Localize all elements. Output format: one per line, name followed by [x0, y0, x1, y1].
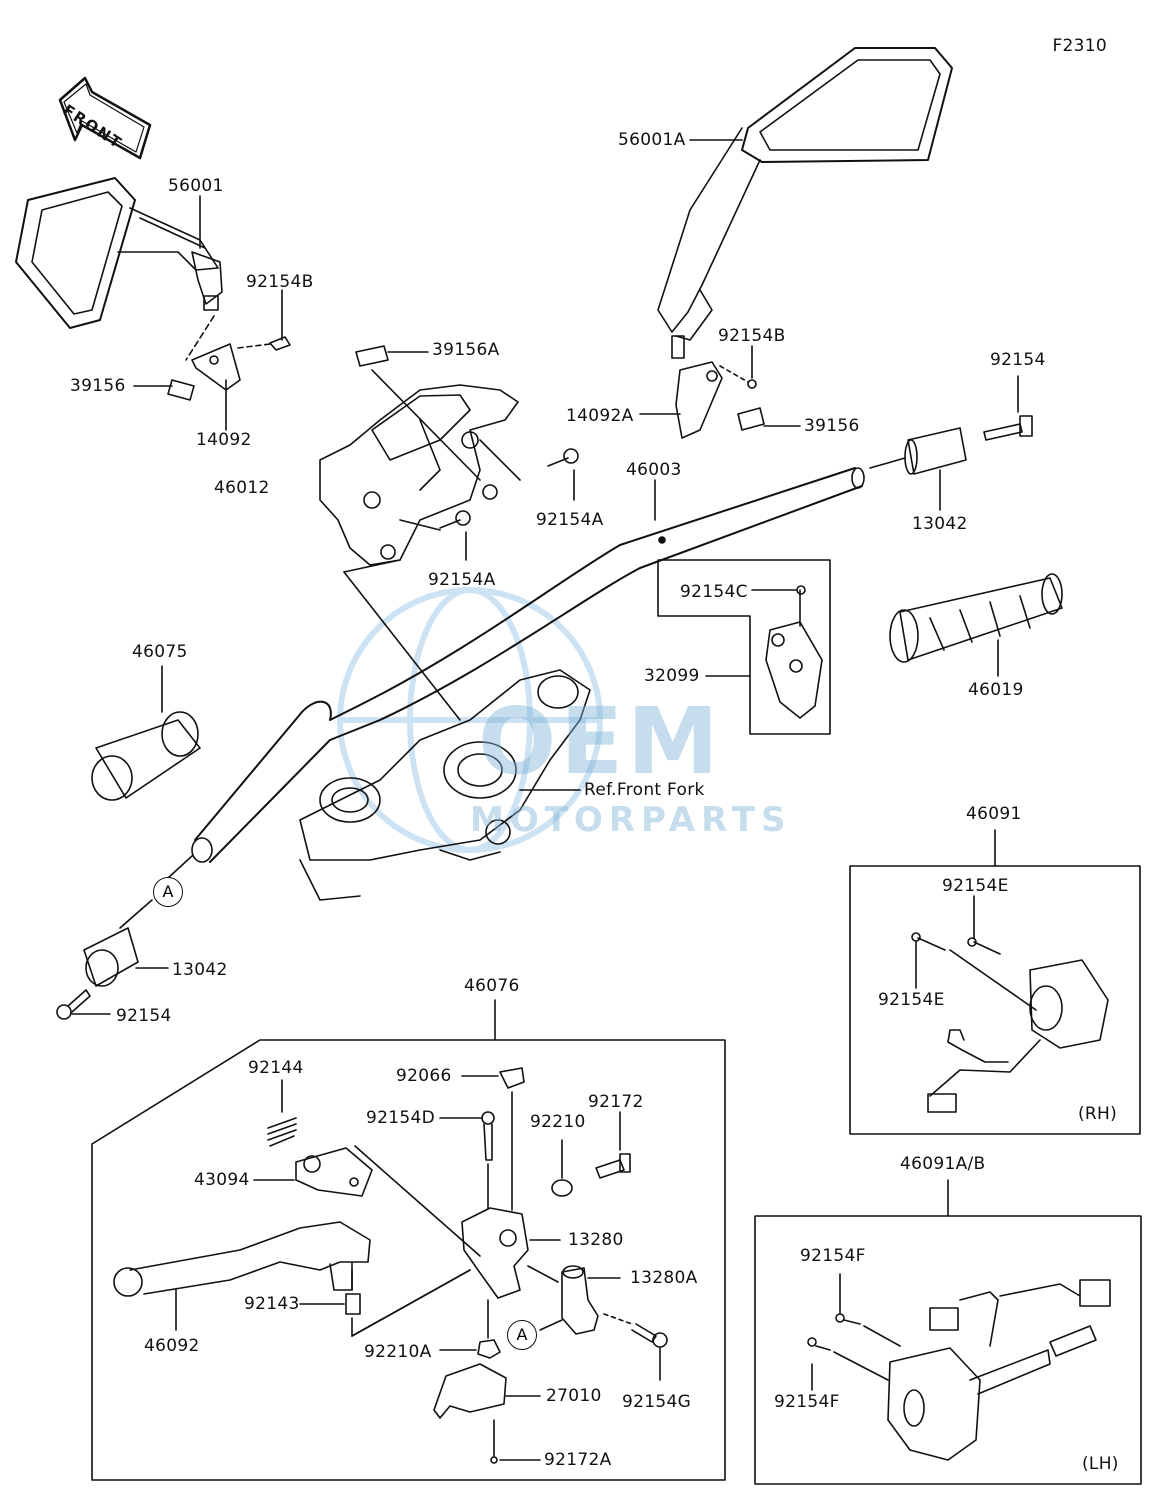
grip-right-icon [889, 573, 1063, 677]
part-label: 13280 [568, 1230, 624, 1250]
part-label: 56001 [168, 176, 224, 196]
top-bridge-icon [299, 559, 591, 901]
part-label: 14092 [196, 430, 252, 450]
part-label: 46012 [214, 478, 270, 498]
front-arrow-icon [58, 76, 152, 160]
bolt-92154a-icon [399, 439, 579, 561]
clutch-holder-13280-icon [351, 1207, 561, 1337]
washer-92210-icon [551, 1139, 573, 1197]
part-label: 46091 [966, 804, 1022, 824]
right-mirror-bracket-icon [639, 345, 801, 439]
part-label: 14092A [566, 406, 634, 426]
right-mirror-icon [657, 47, 953, 359]
part-label: 32099 [644, 666, 700, 686]
cap-92066-icon [461, 1067, 525, 1211]
screw-92172-icon [595, 1111, 631, 1179]
callout-a-clutch: A [507, 1320, 537, 1350]
part-label: 27010 [546, 1386, 602, 1406]
bolt-92154d-icon [439, 1111, 495, 1209]
part-label: 46019 [968, 680, 1024, 700]
part-label: 92154D [366, 1108, 435, 1128]
watermark-sub: MOTORPARTS [470, 800, 792, 840]
part-label: 92154F [800, 1246, 866, 1266]
bar-end-weight-right-icon [904, 427, 967, 511]
clutch-lever-box [91, 999, 726, 1481]
part-label: 92154B [246, 272, 314, 292]
lh-switch-box [754, 1179, 1142, 1485]
switch-housing-32099-box [657, 559, 831, 735]
part-label: 92154 [990, 350, 1046, 370]
part-label: 46076 [464, 976, 520, 996]
rh-label: (RH) [1078, 1104, 1118, 1124]
front-arrow-label: FRONT [59, 100, 126, 153]
part-label: 92154E [878, 990, 945, 1010]
part-label: 92144 [248, 1058, 304, 1078]
grip-left-icon [91, 665, 201, 801]
part-label: 92210 [530, 1112, 586, 1132]
bolt-92154g-icon [603, 1313, 668, 1381]
part-label: 92172 [588, 1092, 644, 1112]
part-label: 39156 [70, 376, 126, 396]
part-label: 92210A [364, 1342, 432, 1362]
spring-92144-icon [267, 1079, 297, 1147]
part-label: 92154G [622, 1392, 692, 1412]
watermark-brand: OEM [478, 688, 723, 795]
rh-switch-box [849, 829, 1141, 1135]
lh-label: (LH) [1082, 1454, 1119, 1474]
part-label: 92154A [536, 510, 604, 530]
pivot-block-43094-icon [253, 1145, 481, 1257]
part-label: 56001A [618, 130, 686, 150]
part-label: 46075 [132, 642, 188, 662]
part-label: 92154E [942, 876, 1009, 896]
callout-a-left: A [153, 877, 183, 907]
part-label: 92066 [396, 1066, 452, 1086]
part-label: 13042 [912, 514, 968, 534]
bolt-92154-left-icon [56, 989, 111, 1020]
part-label: 46003 [626, 460, 682, 480]
clutch-switch-27010-icon [433, 1363, 541, 1464]
part-label: 39156 [804, 416, 860, 436]
part-label: 92154 [116, 1006, 172, 1026]
left-mirror-bracket-icon [133, 289, 291, 431]
bolt-92154-right-icon [983, 375, 1033, 441]
part-label: 92143 [244, 1294, 300, 1314]
part-label: 43094 [194, 1170, 250, 1190]
part-label: 46092 [144, 1336, 200, 1356]
part-label: 92154C [680, 582, 748, 602]
handlebar-holder-icon [319, 369, 519, 566]
nut-92210a-icon [439, 1299, 501, 1359]
part-label: 92154B [718, 326, 786, 346]
pad-39156a-icon [355, 345, 389, 367]
reference-label: Ref.Front Fork [584, 780, 705, 800]
part-label: 92154A [428, 570, 496, 590]
bar-end-weight-left-icon [83, 927, 169, 987]
part-label: 13280A [630, 1268, 698, 1288]
part-label: 92172A [544, 1450, 612, 1470]
figure-code: F2310 [1052, 36, 1107, 56]
left-mirror-icon [15, 177, 223, 329]
part-label: 39156A [432, 340, 500, 360]
part-label: 13042 [172, 960, 228, 980]
part-label: 92154F [774, 1392, 840, 1412]
clamp-13280a-icon [527, 1265, 621, 1335]
part-label: 46091A/B [900, 1154, 986, 1174]
